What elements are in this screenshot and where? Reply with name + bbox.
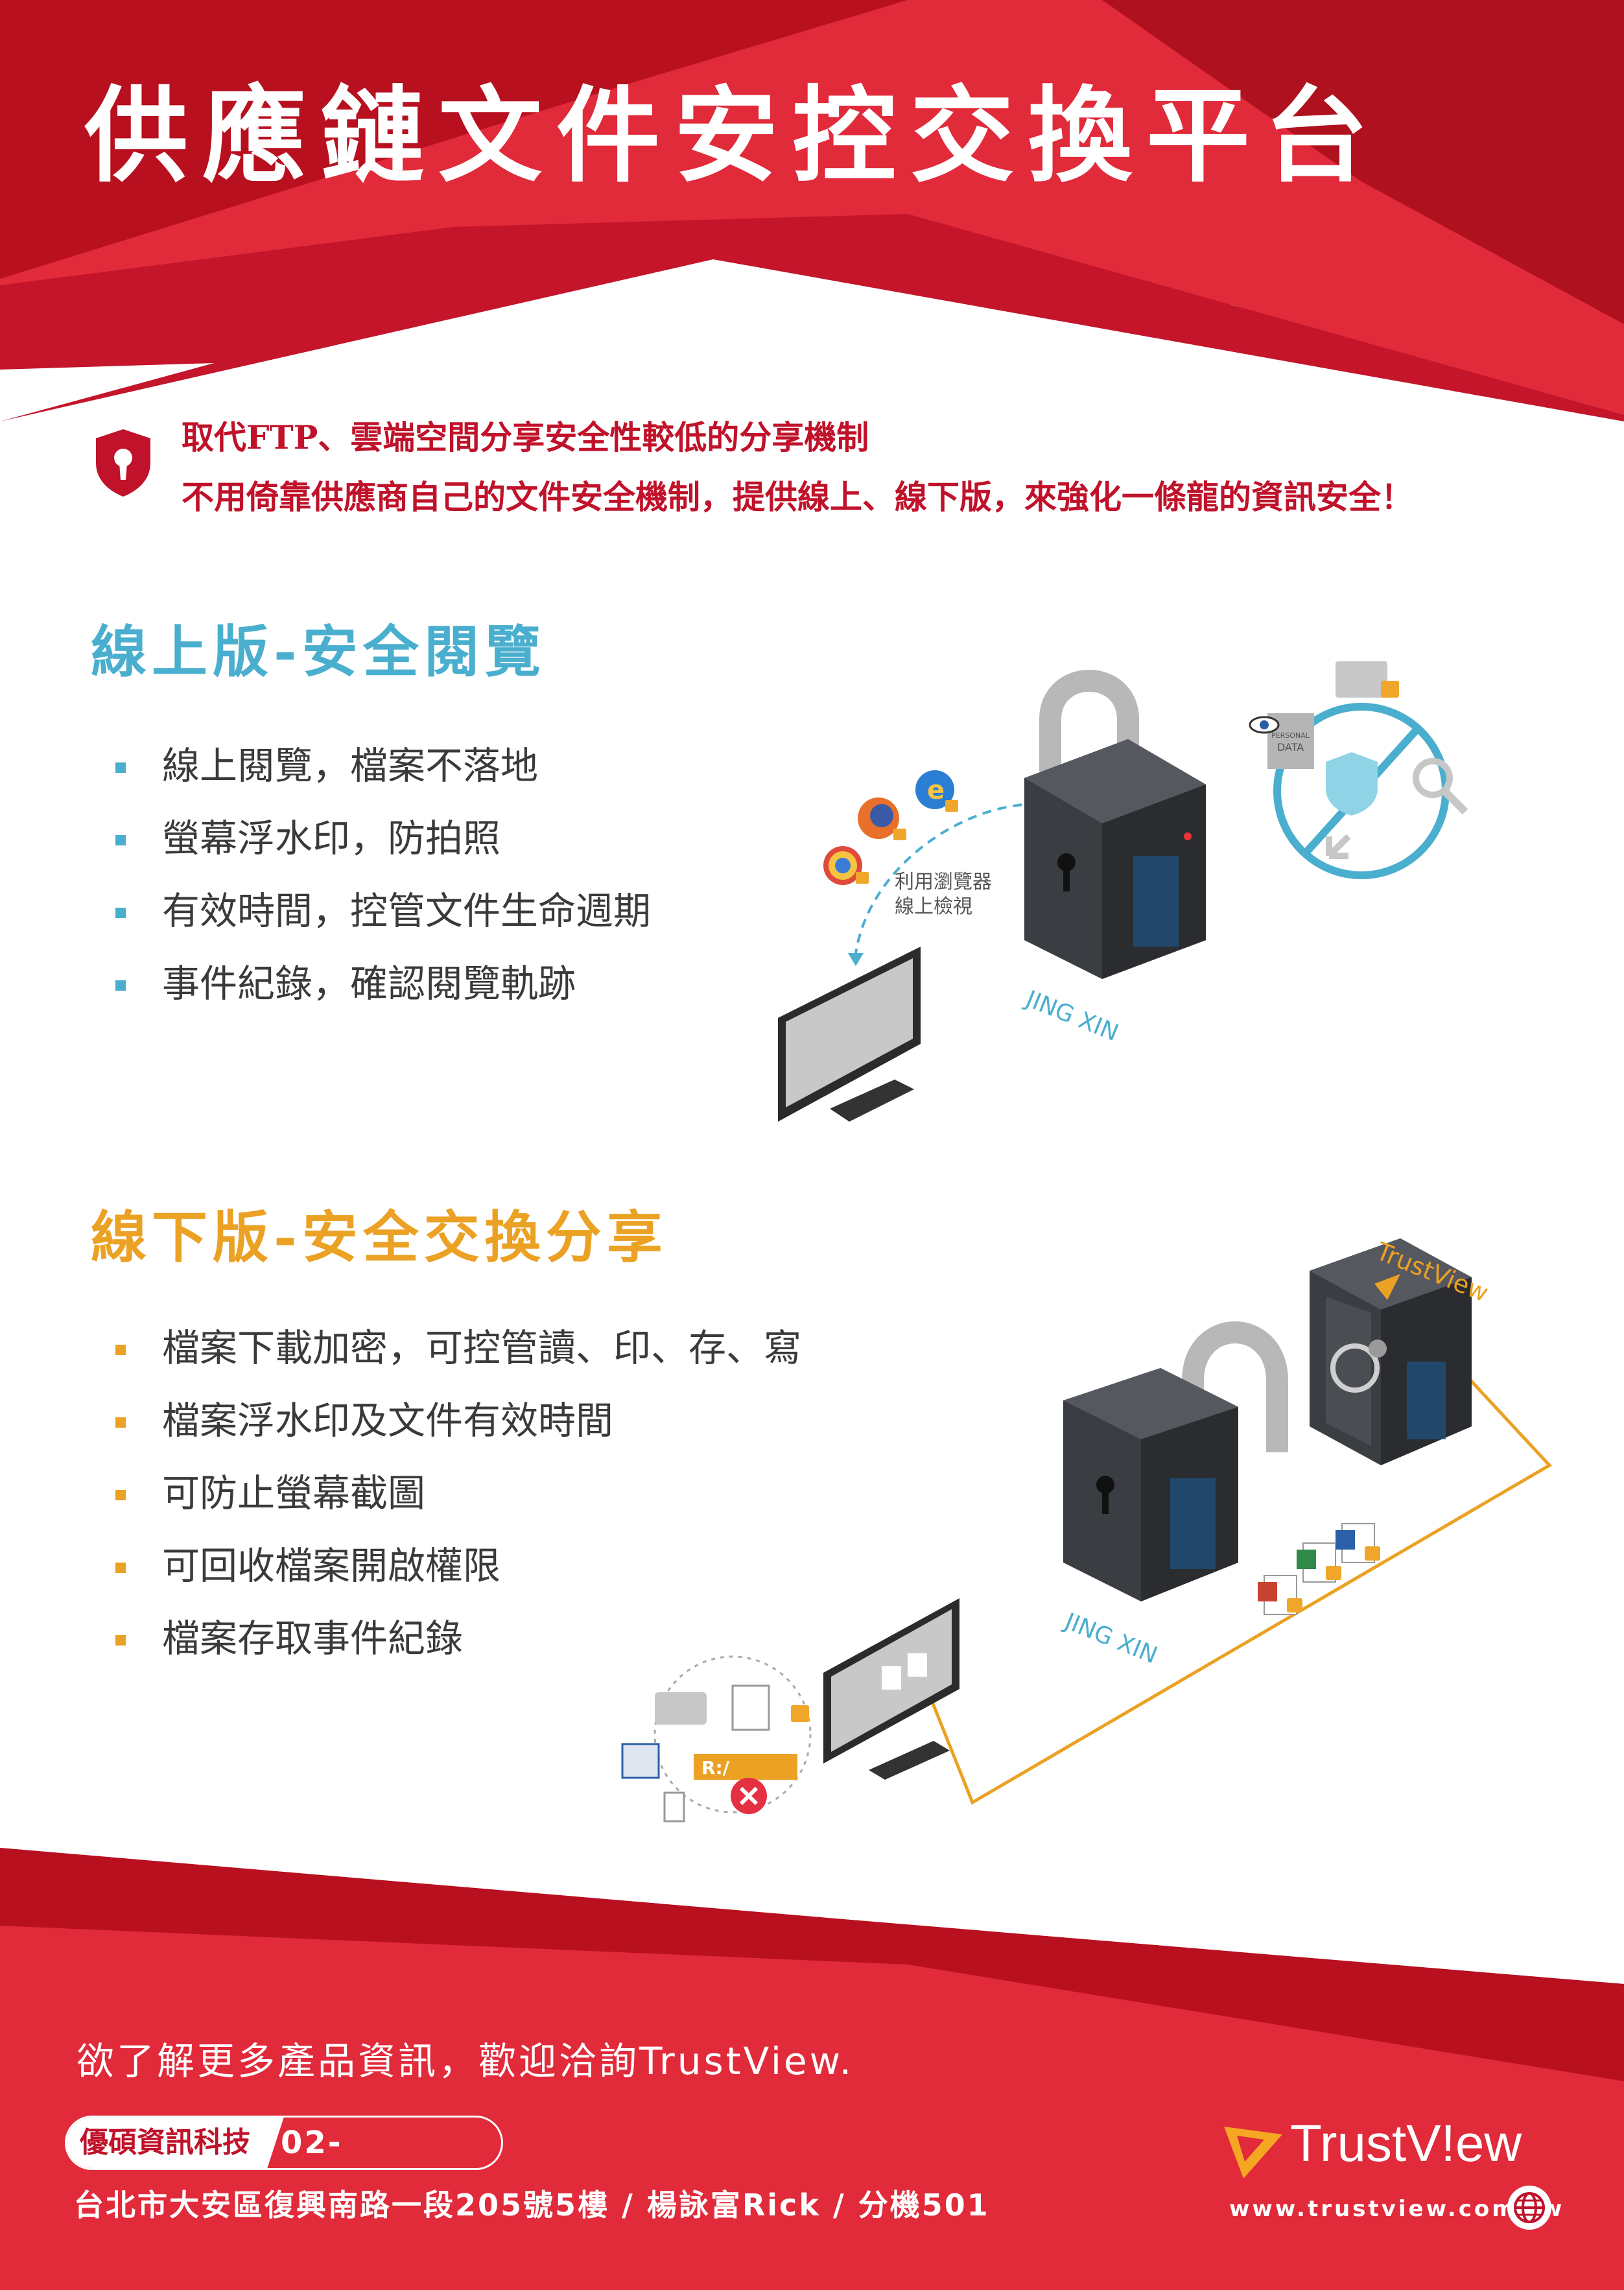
list-item: 事件紀錄，確認閱覽軌跡 xyxy=(110,965,651,1037)
offline-heading: 線下版-安全交換分享 xyxy=(91,1205,668,1270)
magnifier-icon xyxy=(1413,758,1468,815)
list-item: 可回收檔案開啟權限 xyxy=(110,1547,801,1620)
personal-data-doc-icon: PERSONAL DATA xyxy=(1249,713,1314,769)
trustview-logo-text: TrustV!ew xyxy=(1290,2114,1522,2172)
illustration-caption-1: 利用瀏覽器 xyxy=(895,871,992,893)
ie-icon: e xyxy=(915,770,954,809)
download-arrow-icon xyxy=(1326,834,1351,859)
svg-text:PERSONAL: PERSONAL xyxy=(1271,731,1310,740)
office-file-icons xyxy=(1258,1523,1380,1615)
shield-keyhole-icon xyxy=(96,429,150,497)
list-item: 檔案浮水印及文件有效時間 xyxy=(110,1402,801,1474)
footer-banner xyxy=(0,1848,1624,2290)
list-item: 檔案存取事件紀錄 xyxy=(110,1620,801,1692)
restriction-circle-icon: R:/ xyxy=(621,1655,812,1823)
phone-number[interactable]: 02-27729900 xyxy=(281,2125,343,2161)
list-item: 可防止螢幕截圖 xyxy=(110,1474,801,1547)
chrome-icon xyxy=(823,846,862,885)
drive-label: R:/ xyxy=(701,1757,730,1778)
company-name: 優碩資訊科技 xyxy=(67,2118,261,2168)
padlock-server-icon xyxy=(1063,1321,1288,1601)
intro-line-1: 取代FTP、雲端空間分享安全性較低的分享機制 xyxy=(182,418,869,456)
intro-line-2: 不用倚靠供應商自己的文件安全機制，提供線上、線下版，來強化一條龍的資訊安全！ xyxy=(182,478,1413,516)
contact-pill: 優碩資訊科技 02-27729900 xyxy=(65,2116,503,2170)
server-label: JING XIN xyxy=(1060,1608,1161,1670)
list-item: 有效時間，控管文件生命週期 xyxy=(110,892,651,965)
vault-server-icon xyxy=(1310,1238,1472,1465)
svg-text:e: e xyxy=(927,775,945,805)
svg-text:DATA: DATA xyxy=(1277,741,1304,753)
offline-bullet-list: 檔案下載加密，可控管讀、印、存、寫 檔案浮水印及文件有效時間 可防止螢幕截圖 可… xyxy=(110,1329,801,1692)
monitor-icon xyxy=(823,1598,959,1780)
globe-icon[interactable] xyxy=(1507,2185,1552,2230)
page-title: 供應鏈文件安控交換平台 xyxy=(84,75,1383,196)
online-bullet-list: 線上閱覽，檔案不落地 螢幕浮水印，防拍照 有效時間，控管文件生命週期 事件紀錄，… xyxy=(110,747,651,1037)
server-label: JING XIN xyxy=(1021,986,1122,1047)
list-item: 線上閱覽，檔案不落地 xyxy=(110,747,651,820)
illustration-caption-2: 線上檢視 xyxy=(895,895,972,918)
padlock-server-icon xyxy=(1024,670,1206,979)
online-heading: 線上版-安全閱覽 xyxy=(91,619,546,685)
trustview-logo-icon xyxy=(1224,2127,1282,2178)
offline-illustration: TrustView JING XIN R:/ xyxy=(621,1236,1552,1823)
folder-lock-icon xyxy=(1336,661,1399,698)
footer-address: 台北市大安區復興南路一段205號5樓 / 楊詠富Rick / 分機501 xyxy=(74,2188,990,2223)
monitor-icon xyxy=(778,947,921,1122)
header-banner xyxy=(0,0,1624,421)
website-link[interactable]: www.trustview.com.tw xyxy=(1229,2196,1565,2222)
list-item: 檔案下載加密，可控管讀、印、存、寫 xyxy=(110,1329,801,1402)
footer-tagline: 欲了解更多產品資訊，歡迎洽詢TrustView. xyxy=(76,2039,854,2083)
list-item: 螢幕浮水印，防拍照 xyxy=(110,820,651,892)
firefox-icon xyxy=(858,797,899,839)
online-illustration: e 利用瀏覽器 線上檢視 JING XIN PERSONAL DATA xyxy=(778,661,1468,1122)
lock-icon xyxy=(856,800,958,884)
